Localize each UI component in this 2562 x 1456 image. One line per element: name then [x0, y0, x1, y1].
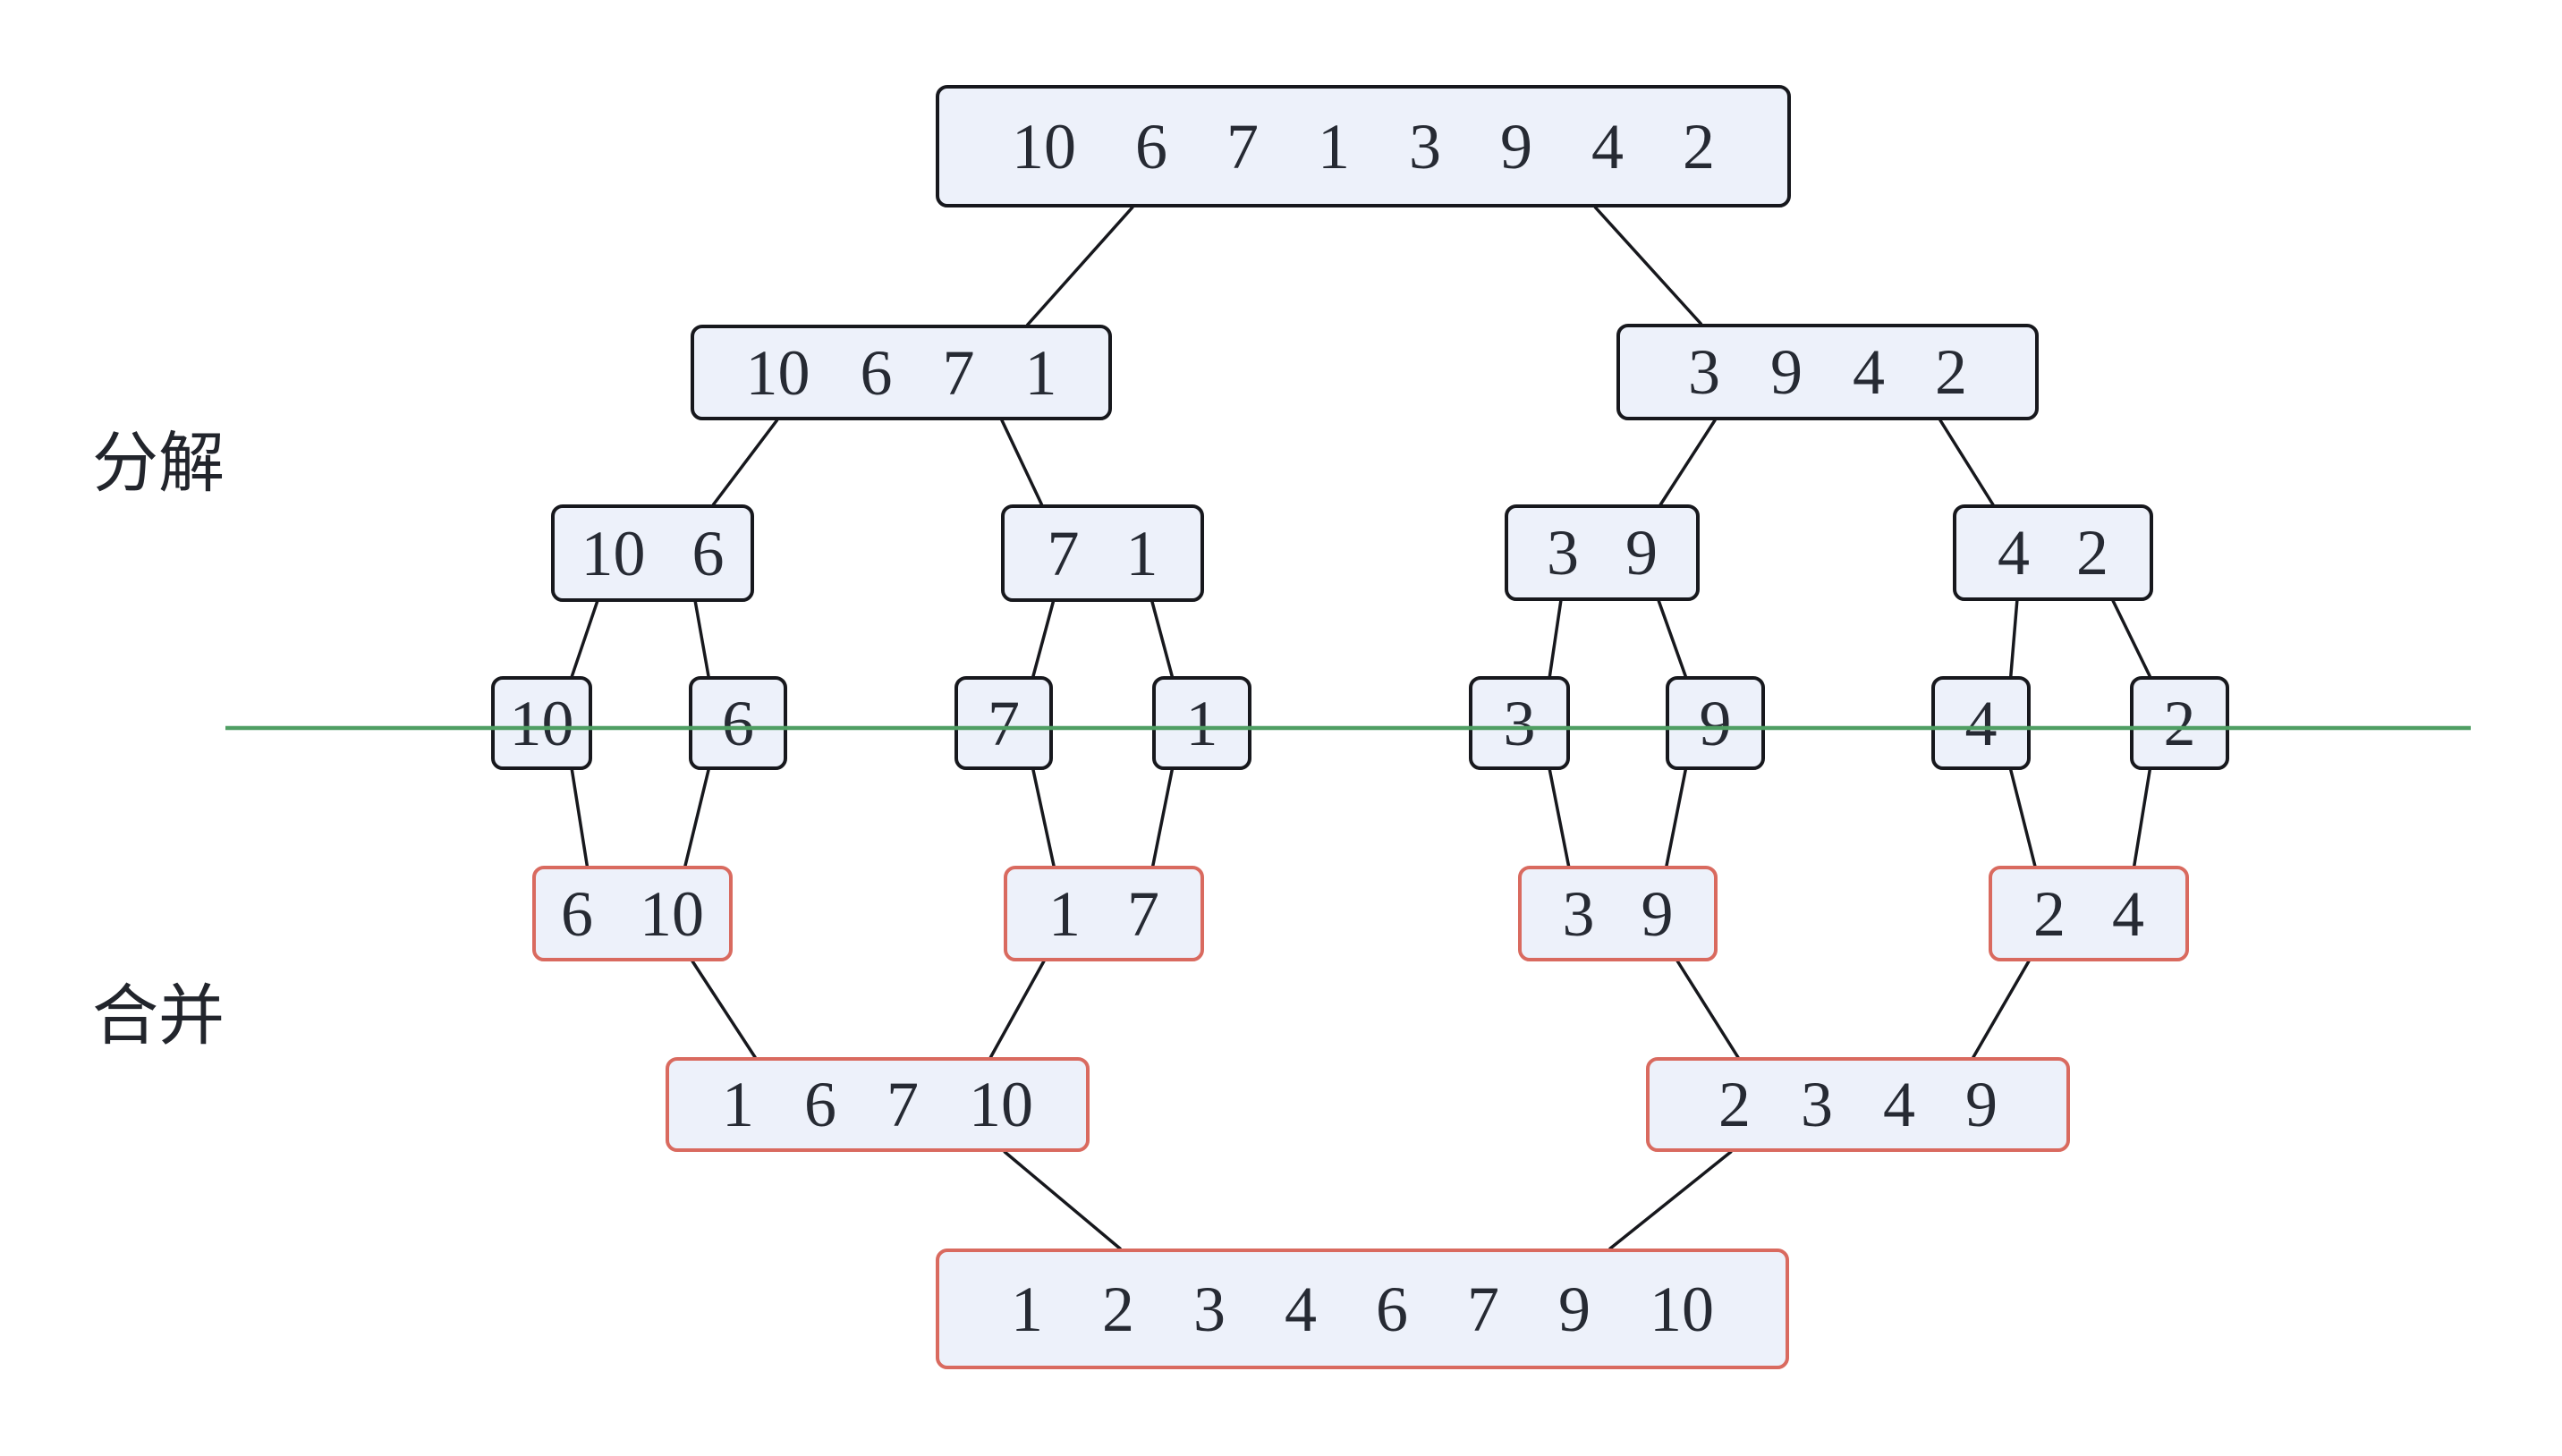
array-value: 2 [2163, 687, 2196, 759]
array-value: 7 [988, 687, 1020, 759]
array-value: 6 [1376, 1273, 1408, 1345]
array-value: 7 [1127, 877, 1159, 950]
array-node-s6: 9 [1666, 676, 1765, 770]
array-value: 7 [1226, 110, 1259, 182]
array-value: 1 [1185, 687, 1218, 759]
array-value: 1 [1011, 1273, 1043, 1345]
array-value: 1 [722, 1069, 754, 1140]
array-node-s8: 2 [2130, 676, 2229, 770]
array-value: 2 [2033, 877, 2066, 950]
array-node-s4: 1 [1152, 676, 1251, 770]
array-value: 1 [1125, 517, 1158, 589]
array-value: 3 [1503, 687, 1536, 759]
array-value: 2 [2076, 517, 2108, 588]
array-value: 6 [561, 877, 593, 950]
array-value: 4 [1285, 1273, 1317, 1345]
divide-phase-label: 分解 [92, 426, 225, 500]
array-value: 6 [860, 336, 893, 409]
array-value: 10 [640, 877, 704, 950]
array-value: 2 [1718, 1069, 1751, 1140]
array-node-s5: 3 [1469, 676, 1570, 770]
array-value: 10 [969, 1069, 1033, 1140]
array-value: 3 [1193, 1273, 1226, 1345]
array-value: 6 [691, 517, 725, 589]
array-value: 9 [1625, 517, 1658, 588]
array-value: 10 [1012, 110, 1076, 182]
array-value: 4 [1998, 517, 2030, 588]
array-value: 7 [942, 336, 975, 409]
array-value: 2 [1935, 336, 1967, 408]
array-value: 6 [1135, 110, 1167, 182]
array-value: 4 [1964, 687, 1998, 759]
array-value: 3 [1547, 517, 1579, 588]
array-value: 3 [1409, 110, 1441, 182]
array-value: 4 [1853, 336, 1885, 408]
array-value: 9 [1641, 877, 1674, 950]
array-value: 7 [887, 1069, 919, 1140]
array-node-m1: 6 10 [532, 866, 733, 961]
array-value: 3 [1801, 1069, 1833, 1140]
array-value: 4 [1883, 1069, 1915, 1140]
merge-phase-label: 合并 [92, 978, 225, 1053]
array-node-s7: 4 [1931, 676, 2031, 770]
array-value: 1 [1048, 877, 1081, 950]
array-value: 9 [1500, 110, 1532, 182]
array-value: 2 [1683, 110, 1715, 182]
array-node-d3: 10 6 [551, 504, 754, 602]
array-node-s2: 6 [689, 676, 787, 770]
array-value: 1 [1024, 336, 1057, 409]
array-value: 7 [1467, 1273, 1499, 1345]
array-value: 9 [1558, 1273, 1591, 1345]
array-value: 6 [722, 687, 754, 759]
array-value: 9 [1699, 687, 1732, 759]
array-value: 9 [1965, 1069, 1998, 1140]
array-value: 1 [1318, 110, 1350, 182]
array-node-s3: 7 [954, 676, 1053, 770]
array-value: 3 [1688, 336, 1720, 408]
array-value: 10 [581, 517, 646, 589]
array-node-s1: 10 [491, 676, 592, 770]
array-value: 10 [1650, 1273, 1714, 1345]
array-value: 7 [1047, 517, 1080, 589]
array-value: 9 [1770, 336, 1803, 408]
array-value: 10 [745, 336, 810, 409]
array-value: 4 [1591, 110, 1624, 182]
array-value: 6 [804, 1069, 836, 1140]
array-value: 3 [1562, 877, 1595, 950]
array-value: 2 [1102, 1273, 1134, 1345]
array-value: 10 [509, 687, 574, 759]
array-value: 4 [2112, 877, 2144, 950]
